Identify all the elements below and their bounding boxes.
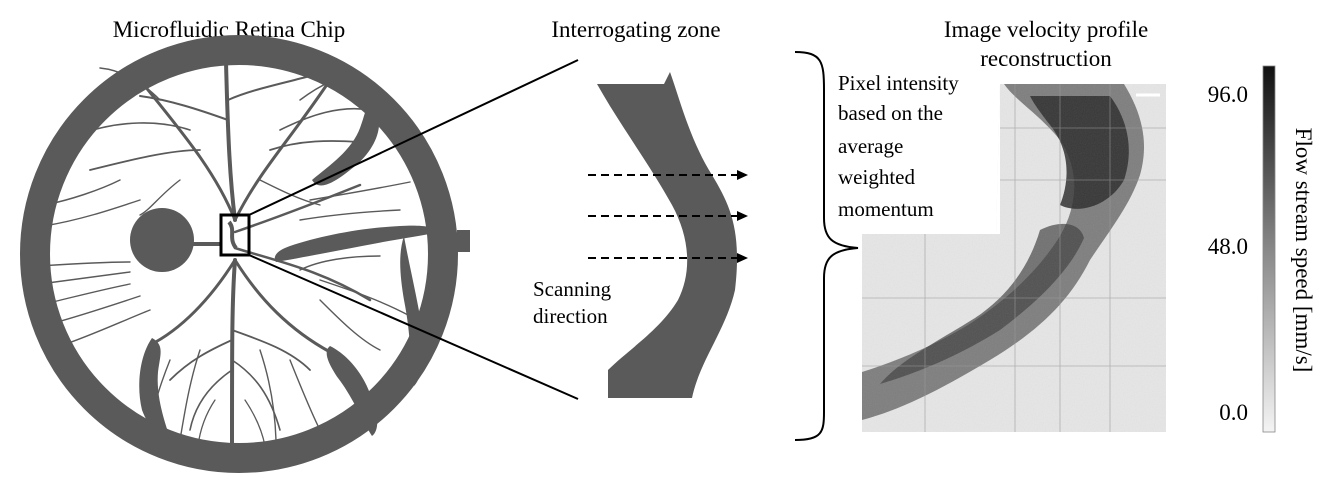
profile-title-line1: Image velocity profile [944, 17, 1148, 42]
colorbar-tick-min: 0.0 [1219, 400, 1248, 425]
chip-lobe-right-lower [400, 236, 425, 386]
chip-side-tab [457, 230, 470, 252]
colorbar-tick-max: 96.0 [1208, 82, 1248, 107]
chip-lobe-right [274, 225, 440, 262]
zone-title: Interrogating zone [551, 17, 720, 42]
chip-outer-ring [20, 35, 458, 473]
scan-arrows [588, 170, 748, 263]
curly-brace [794, 51, 859, 441]
arrow-head-icon [737, 170, 748, 180]
arrow-head-icon [737, 211, 748, 221]
colorbar [1262, 65, 1276, 433]
scan-label-line2: direction [533, 304, 608, 328]
profile-title-line2: reconstruction [980, 46, 1112, 71]
chip-lobe-lower-left [139, 338, 170, 439]
optic-disc [130, 208, 194, 272]
velocity-heatmap [862, 84, 1166, 432]
annotation-line-1: Pixel intensity [838, 71, 959, 95]
interrogated-channel [597, 72, 738, 398]
colorbar-tick-mid: 48.0 [1208, 234, 1248, 259]
chip-lobe-lower-right [326, 346, 378, 436]
zoom-line-bottom [248, 254, 579, 400]
annotation-line-2: based on the [838, 101, 943, 125]
profile-annotation: Pixel intensity based on the average wei… [838, 71, 959, 221]
vessel-network [37, 60, 411, 450]
zoom-line-top [248, 59, 579, 216]
retina-chip [20, 35, 470, 473]
scan-label-line1: Scanning [533, 277, 612, 301]
annotation-line-4: weighted [838, 165, 915, 189]
annotation-line-5: momentum [838, 197, 934, 221]
arrow-head-icon [737, 253, 748, 263]
chip-lobe-upper-right [312, 105, 380, 186]
colorbar-label: Flow stream speed [mm/s] [1291, 128, 1316, 373]
annotation-line-3: average [838, 134, 903, 158]
interrogation-window [219, 213, 251, 257]
